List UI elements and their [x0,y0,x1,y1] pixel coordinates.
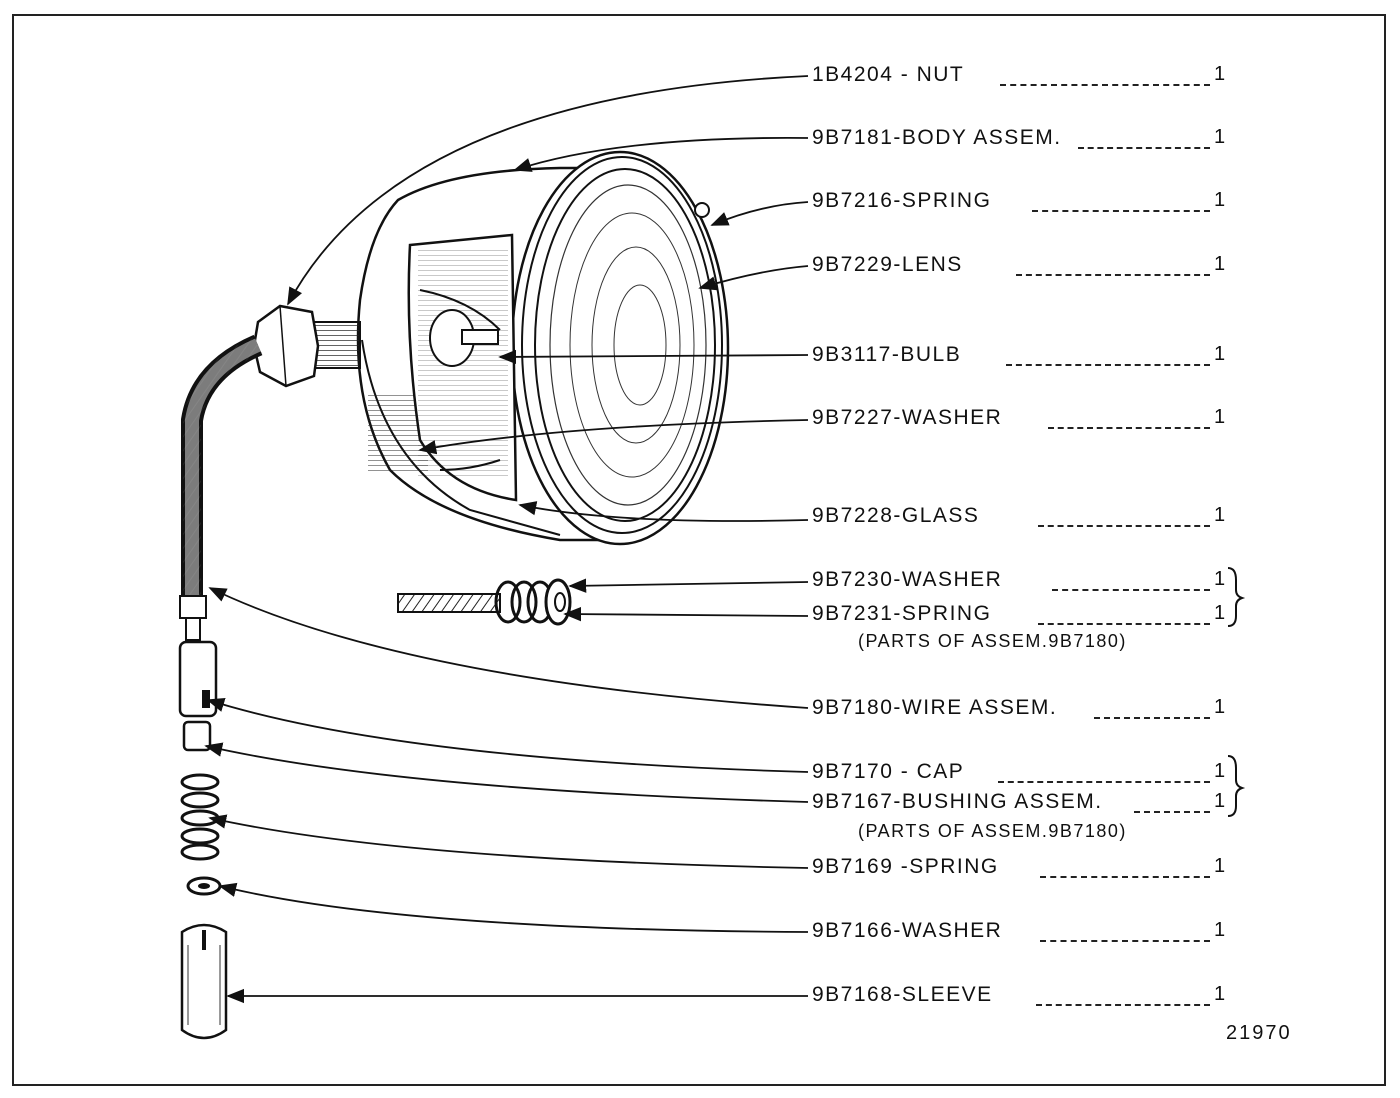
lamp-cutaway-window [407,233,518,502]
bulb [429,309,499,367]
quantity: 1 [1214,696,1226,718]
leader-dashes [1006,364,1210,366]
leader-dashes [1040,876,1210,878]
quantity: 1 [1214,126,1226,148]
figure-number: 21970 [1226,1022,1292,1044]
wire-end-detail [397,578,572,626]
part-label: 9B7231-SPRING [812,602,992,625]
wire-ferrule [179,595,207,641]
quantity: 1 [1214,189,1226,211]
part-label: 1B4204 - NUT [812,63,965,86]
leader-dashes [1016,274,1210,276]
quantity: 1 [1214,855,1226,877]
part-label: 9B7229-LENS [812,253,963,276]
leader-dashes [1038,525,1210,527]
quantity: 1 [1214,406,1226,428]
leader-dashes [1094,717,1210,719]
threaded-stud [311,321,361,369]
assembly-note: (PARTS OF ASSEM.9B7180) [858,821,1127,841]
part-label: 9B7216-SPRING [812,189,992,212]
quantity: 1 [1214,983,1226,1005]
assembly-note: (PARTS OF ASSEM.9B7180) [858,631,1127,651]
wire-assembly [181,334,263,598]
leader-dashes [1000,84,1210,86]
quantity: 1 [1214,253,1226,275]
part-label: 9B7181-BODY ASSEM. [812,126,1062,149]
part-label: 9B7168-SLEEVE [812,983,993,1006]
leader-dashes [998,781,1210,783]
quantity: 1 [1214,602,1226,624]
leader-dashes [1134,811,1210,813]
part-label: 9B7166-WASHER [812,919,1003,942]
diagram-frame [12,14,1386,1086]
quantity: 1 [1214,343,1226,365]
leader-dashes [1052,589,1210,591]
leader-dashes [1048,427,1210,429]
lens-assembly [521,156,723,534]
coil-spring [180,773,220,861]
leader-dashes [1036,1004,1210,1006]
part-label: 9B7170 - CAP [812,760,965,783]
part-label: 9B7180-WIRE ASSEM. [812,696,1058,719]
quantity: 1 [1214,919,1226,941]
quantity: 1 [1214,504,1226,526]
washer-small [186,876,222,896]
leader-dashes [1032,210,1210,212]
part-label: 9B3117-BULB [812,343,962,366]
nut [252,304,320,388]
leader-dashes [1078,147,1210,149]
bushing [182,720,212,752]
group-brace [1227,567,1246,817]
part-label: 9B7167-BUSHING ASSEM. [812,790,1103,813]
quantity: 1 [1214,760,1226,782]
part-label: 9B7228-GLASS [812,504,980,527]
sleeve [180,923,228,1040]
part-label: 9B7227-WASHER [812,406,1003,429]
leader-lines [204,75,809,1004]
quantity: 1 [1214,568,1226,590]
quantity: 1 [1214,790,1226,812]
leader-dashes [1040,940,1210,942]
quantity: 1 [1214,63,1226,85]
leader-dashes [1038,623,1210,625]
cap [178,640,218,718]
part-label: 9B7169 -SPRING [812,855,999,878]
part-label: 9B7230-WASHER [812,568,1003,591]
